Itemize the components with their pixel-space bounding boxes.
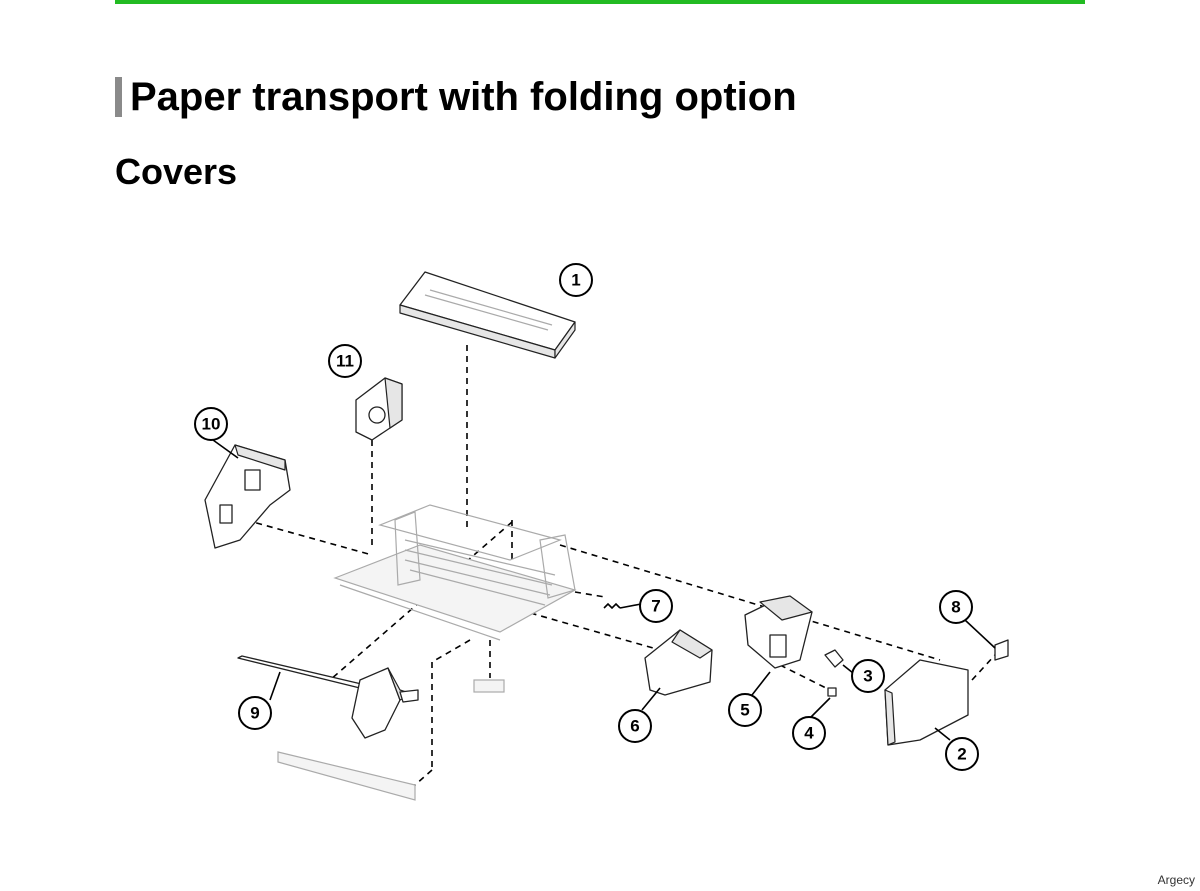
callout-5: 5 [728, 693, 762, 727]
svg-text:5: 5 [740, 701, 749, 720]
assembly-lines [234, 345, 996, 786]
callout-7: 7 [639, 589, 673, 623]
svg-text:9: 9 [250, 704, 259, 723]
page-title: Paper transport with folding option [130, 75, 797, 119]
svg-text:3: 3 [863, 667, 872, 686]
part-10-left-frame [204, 439, 291, 549]
svg-text:8: 8 [951, 598, 960, 617]
part-8-bracket [964, 619, 1009, 661]
callout-4: 4 [792, 716, 826, 750]
svg-text:6: 6 [630, 717, 639, 736]
section-title: Covers [115, 151, 238, 192]
callout-2: 2 [945, 737, 979, 771]
callout-9: 9 [238, 696, 272, 730]
part-1-top-cover [399, 271, 576, 359]
title-marker-bar [115, 77, 122, 117]
paper-transport-frame [277, 504, 577, 801]
footer-brand: Argecy [1157, 873, 1195, 887]
part-7-spring [603, 602, 642, 610]
callout-11: 11 [328, 344, 362, 378]
part-4-clip [809, 687, 837, 719]
callout-8: 8 [939, 590, 973, 624]
part-11-side-cover [355, 377, 403, 441]
part-2-end-cover [884, 659, 969, 746]
part-6-cover [641, 629, 713, 711]
callout-3: 3 [851, 659, 885, 693]
svg-text:1: 1 [571, 271, 580, 290]
svg-text:7: 7 [651, 597, 660, 616]
svg-text:11: 11 [336, 352, 354, 371]
part-3-knob [824, 649, 854, 674]
callout-10: 10 [194, 407, 228, 441]
part-5-right-cover [744, 595, 813, 696]
svg-text:2: 2 [957, 745, 966, 764]
callout-1: 1 [559, 263, 593, 297]
part-9-paper-guide [237, 655, 419, 739]
svg-text:10: 10 [202, 415, 221, 434]
top-accent-rule [115, 0, 1085, 4]
svg-text:4: 4 [804, 724, 814, 743]
callout-6: 6 [618, 709, 652, 743]
